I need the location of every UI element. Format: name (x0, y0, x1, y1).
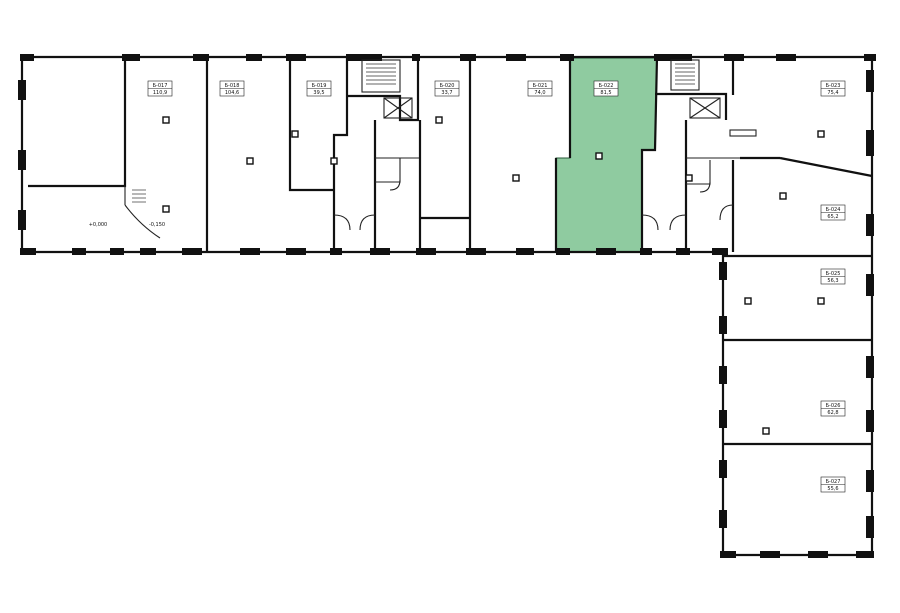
unit-area: 56,3 (827, 278, 838, 284)
unit-area: 62,8 (827, 410, 838, 416)
unit-code: Б-025 (826, 271, 841, 277)
unit-area: 110,9 (153, 90, 167, 96)
level-mark: -0,150 (149, 222, 165, 228)
unit-code: Б-022 (599, 83, 614, 89)
interior-walls (28, 56, 873, 446)
unit-area: 65,2 (827, 214, 838, 220)
unit-area: 39,5 (313, 90, 324, 96)
unit-code: Б-017 (153, 83, 168, 89)
unit-code: Б-019 (312, 83, 327, 89)
unit-code: Б-026 (826, 403, 841, 409)
level-mark: +0,000 (89, 222, 108, 228)
unit-code: Б-023 (826, 83, 841, 89)
unit-area: 104,6 (225, 90, 239, 96)
outer-walls (20, 55, 874, 557)
unit-labels: Б-017110,9Б-018104,6Б-01939,5Б-02033,7Б-… (147, 80, 846, 493)
unit-code: Б-018 (225, 83, 240, 89)
unit-area: 74,0 (534, 90, 545, 96)
unit-area: 33,7 (441, 90, 452, 96)
unit-code: Б-021 (533, 83, 548, 89)
unit-code: Б-020 (440, 83, 455, 89)
unit-code: Б-027 (826, 479, 841, 485)
unit-area: 55,6 (827, 486, 838, 492)
columns (162, 116, 825, 435)
wall-piers (18, 54, 876, 558)
unit-area: 75,4 (827, 90, 838, 96)
unit-code: Б-024 (826, 207, 841, 213)
door-swings (333, 179, 734, 231)
stairs (124, 63, 695, 239)
unit-area: 81,5 (600, 90, 611, 96)
